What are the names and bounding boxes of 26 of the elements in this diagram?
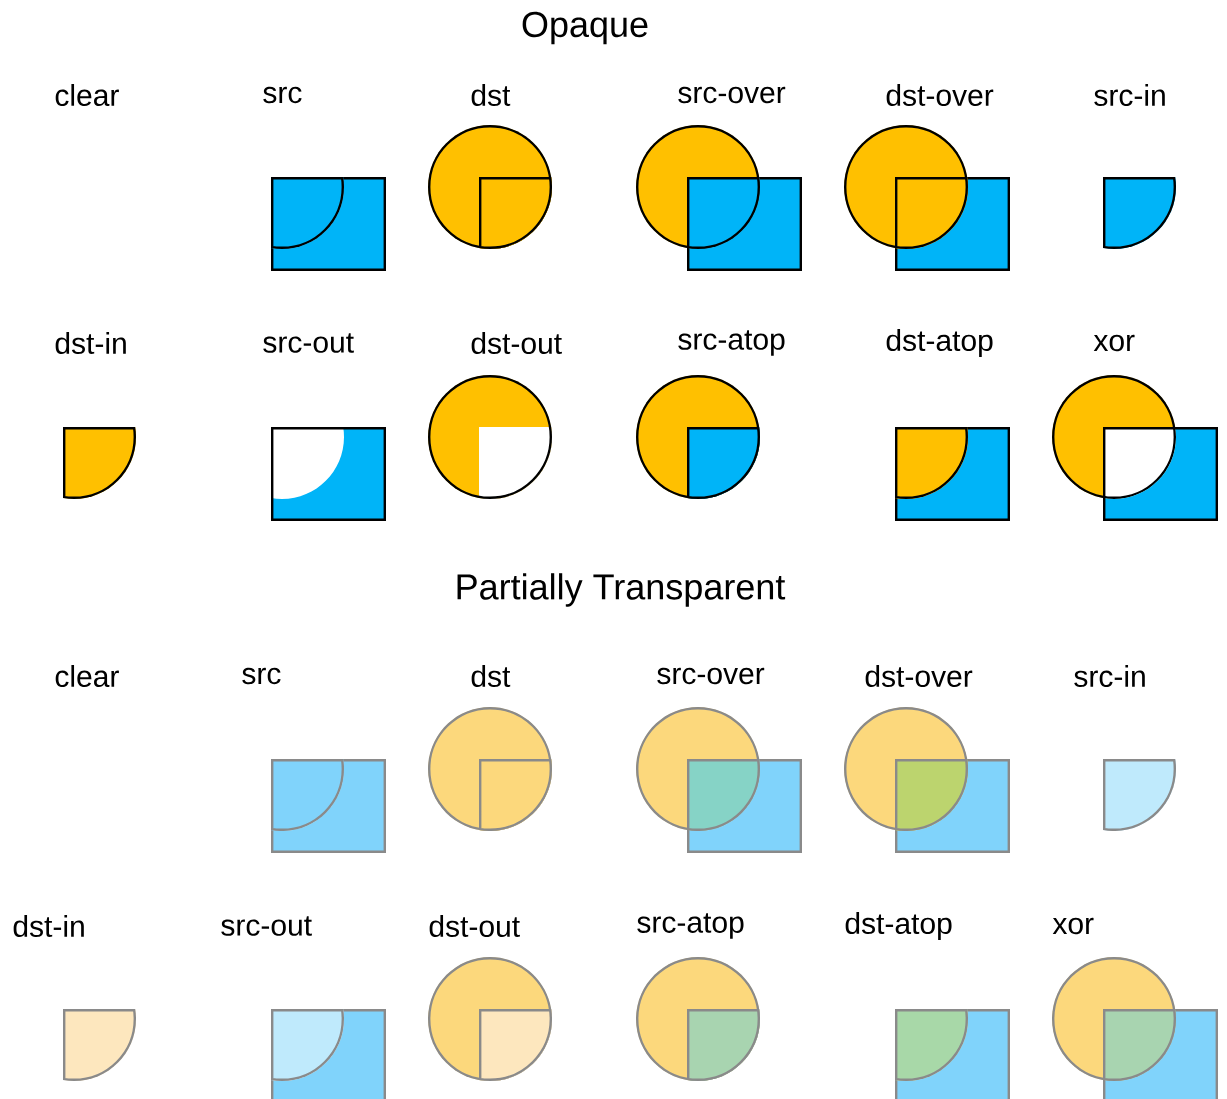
- operation-label: src-over: [657, 667, 765, 685]
- section-heading: Partially Transparent: [457, 573, 786, 607]
- operation-label: src-atop: [678, 330, 785, 356]
- operation-label: src-in: [1074, 665, 1145, 687]
- operation-label: dst: [471, 84, 511, 106]
- operation-label: clear: [55, 84, 119, 106]
- operation-label: dst: [471, 665, 511, 687]
- operation-label: dst-over: [865, 665, 973, 687]
- operation-label: dst-in: [13, 915, 84, 937]
- operation-label: clear: [55, 665, 119, 687]
- operation-label: src-in: [1094, 84, 1165, 106]
- operation-label: src-out: [221, 916, 312, 936]
- section-heading: Opaque: [522, 11, 648, 45]
- operation-label: dst-atop: [845, 912, 952, 940]
- operation-label: src: [242, 667, 281, 685]
- operation-label: dst-atop: [886, 329, 993, 357]
- operation-label: dst-over: [886, 84, 994, 106]
- operation-label: src: [263, 86, 302, 104]
- operation-label: src-out: [263, 333, 354, 353]
- operation-label: dst-out: [471, 332, 562, 354]
- operation-label: xor: [1052, 917, 1094, 935]
- operation-label: xor: [1093, 334, 1135, 352]
- operation-label: dst-out: [429, 915, 520, 937]
- operation-label: dst-in: [55, 332, 126, 354]
- operation-label: src-over: [678, 86, 786, 104]
- operation-label: src-atop: [637, 913, 744, 939]
